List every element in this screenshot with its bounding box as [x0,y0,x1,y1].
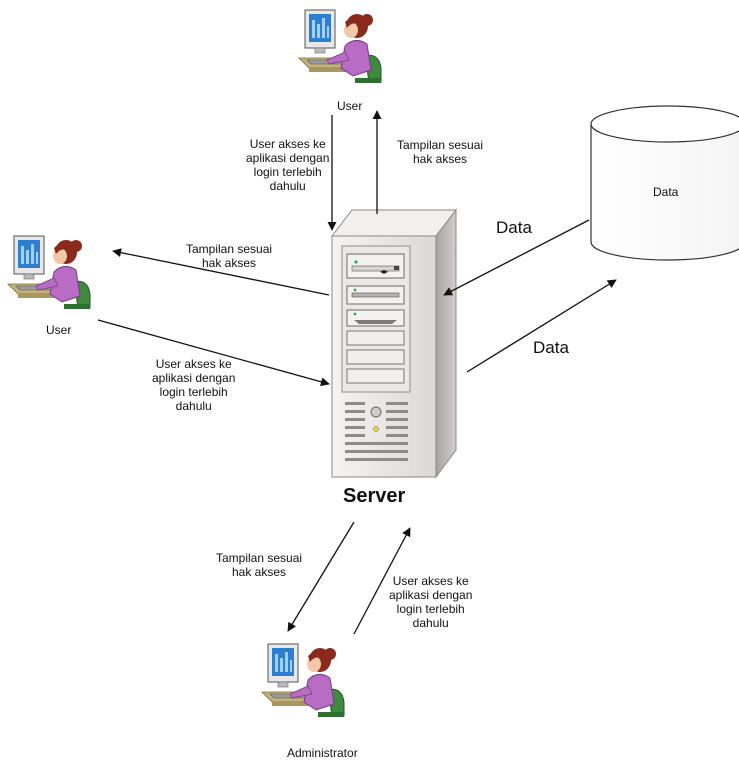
admin-response-line-1: Tampilan sesuai [216,551,303,565]
edge-data-to-server [443,219,590,296]
user-top-label: User [337,99,363,113]
administrator-icon [261,643,345,718]
top-response-line-1: Tampilan sesuai [397,138,484,152]
top-request-line-4: dahulu [269,179,306,193]
database-label: Data [653,185,679,199]
top-response-line-2: hak akses [413,152,468,166]
user-left-icon [7,235,91,310]
left-request-line-4: dahulu [175,399,212,413]
top-request-label: User akses ke aplikasi dengan login terl… [246,137,329,193]
database-icon [590,105,739,261]
administrator-label: Administrator [287,746,358,760]
admin-request-line-1: User akses ke [392,574,469,588]
admin-response-label: Tampilan sesuai hak akses [216,551,302,579]
edge-left-request [97,319,330,387]
user-top-icon [298,9,382,84]
server-label: Server [343,485,406,507]
top-request-line-3: login terlebih [253,165,322,179]
left-request-line-1: User akses ke [155,357,232,371]
top-request-line-1: User akses ke [249,137,326,151]
server-icon: ◂▸ [330,208,458,479]
left-request-line-2: aplikasi dengan [152,371,236,385]
left-response-line-2: hak akses [202,256,257,270]
admin-request-line-3: login terlebih [396,602,465,616]
user-left-label: User [46,323,72,337]
edge-left-response [112,248,330,296]
edge-admin-response [287,521,355,632]
admin-request-line-2: aplikasi dengan [389,588,473,602]
svg-text:◂▸: ◂▸ [380,267,388,276]
admin-response-line-2: hak akses [232,565,287,579]
top-request-line-2: aplikasi dengan [246,151,330,165]
left-request-label: User akses ke aplikasi dengan login terl… [152,357,235,413]
left-response-line-1: Tampilan sesuai [186,242,273,256]
data-to-server-label: Data [496,218,532,237]
top-response-label: Tampilan sesuai hak akses [397,138,483,166]
admin-request-label: User akses ke aplikasi dengan login terl… [389,574,472,630]
admin-request-line-4: dahulu [412,616,449,630]
left-request-line-3: login terlebih [159,385,228,399]
server-to-data-label: Data [533,338,569,357]
left-response-label: Tampilan sesuai hak akses [186,242,272,270]
edge-server-to-data [466,279,617,373]
edge-admin-request [353,527,411,635]
